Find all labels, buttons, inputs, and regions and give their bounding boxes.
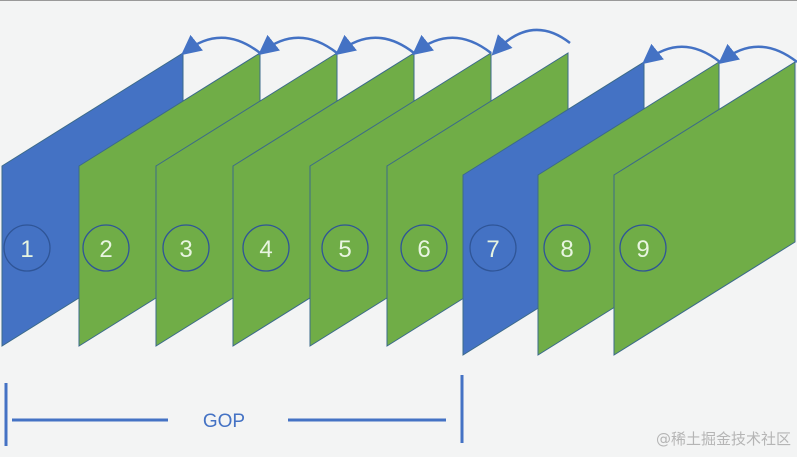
frame-number: 5	[338, 236, 351, 263]
frame-number-circle	[3, 224, 51, 272]
gop-bracket: GOP	[4, 375, 464, 446]
gop-label: GOP	[203, 411, 245, 432]
frame-number-circle	[162, 224, 210, 272]
frame-number: 1	[20, 236, 33, 263]
reference-arrow	[181, 34, 261, 56]
frame-number-circle	[619, 224, 667, 272]
reference-arrow	[642, 43, 721, 65]
frame-number: 3	[179, 236, 192, 263]
reference-arrow	[491, 28, 571, 56]
frame-9-p-frame	[613, 61, 796, 356]
reference-arrow	[412, 34, 492, 56]
frame-number-circle	[321, 224, 369, 272]
reference-arrow	[258, 34, 338, 56]
reference-arrow	[718, 43, 797, 65]
frame-number: 2	[99, 236, 112, 263]
frame-number-circle	[543, 224, 591, 272]
frame-number: 8	[560, 236, 573, 263]
frame-number: 7	[486, 236, 499, 263]
frame-number-circle	[242, 224, 290, 272]
reference-arrow	[335, 34, 415, 56]
frame-number-circle	[469, 224, 517, 272]
frame-number-circle	[82, 224, 130, 272]
frame-number: 6	[417, 236, 430, 263]
frame-number: 4	[259, 236, 272, 263]
frame-number: 9	[636, 236, 649, 263]
frame-number-circle	[400, 224, 448, 272]
watermark: @稀土掘金技术社区	[655, 430, 791, 448]
